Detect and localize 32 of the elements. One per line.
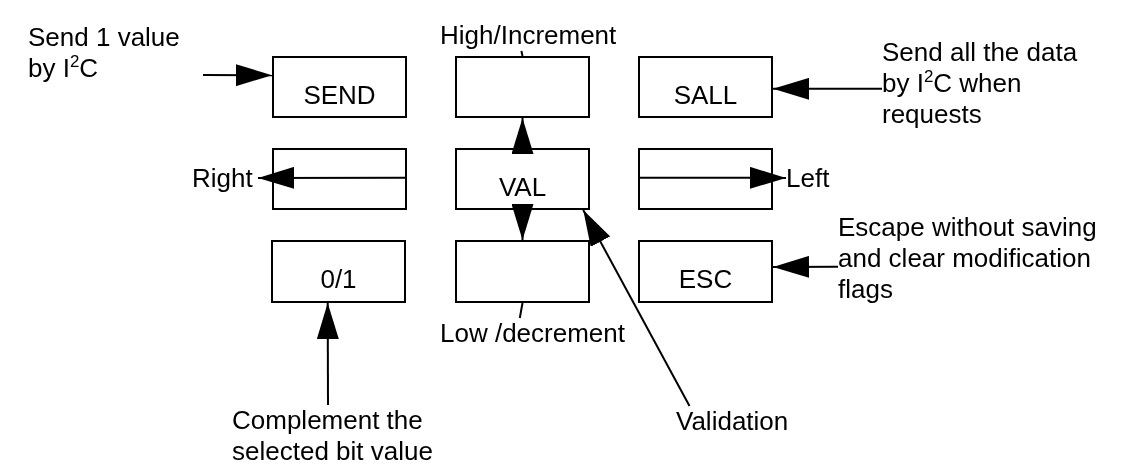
- key-box: [272, 56, 407, 118]
- key-box: [638, 240, 773, 303]
- key-box: [272, 148, 407, 210]
- key-label: 0/1: [320, 264, 357, 295]
- annotation-text: Validation: [676, 406, 811, 438]
- arrow: [511, 117, 534, 154]
- key-label: ESC: [678, 264, 733, 295]
- arrow: [511, 204, 534, 241]
- key-box: [455, 148, 590, 210]
- key-box: [455, 240, 590, 303]
- annotation-text: Complement the selected bit value: [232, 405, 472, 469]
- annotation-text: Escape without saving and clear modification flags: [838, 212, 1134, 308]
- arrow: [316, 302, 339, 406]
- key-box: [638, 148, 773, 210]
- annotation-text: Send all the data by I$^{2}$C when requests: [882, 37, 1107, 133]
- annotation-text: Low /decrement: [440, 318, 650, 350]
- arrow: [202, 64, 273, 87]
- arrow: [772, 77, 883, 100]
- arrow: [582, 209, 691, 407]
- arrow: [257, 166, 408, 189]
- key-label: VAL: [498, 172, 547, 203]
- key-box: [271, 240, 406, 303]
- arrow: [637, 166, 787, 189]
- annotation-text: Right: [192, 163, 258, 194]
- key-box: [455, 56, 590, 118]
- arrow: [772, 255, 839, 278]
- annotation-text: Send 1 value by I$^{2}$C: [28, 22, 203, 86]
- annotation-text: Left: [786, 163, 846, 194]
- annotation-text: High/Increment: [440, 20, 625, 51]
- key-box: [638, 56, 773, 118]
- key-label: SALL: [673, 80, 738, 111]
- key-label: SEND: [303, 80, 376, 111]
